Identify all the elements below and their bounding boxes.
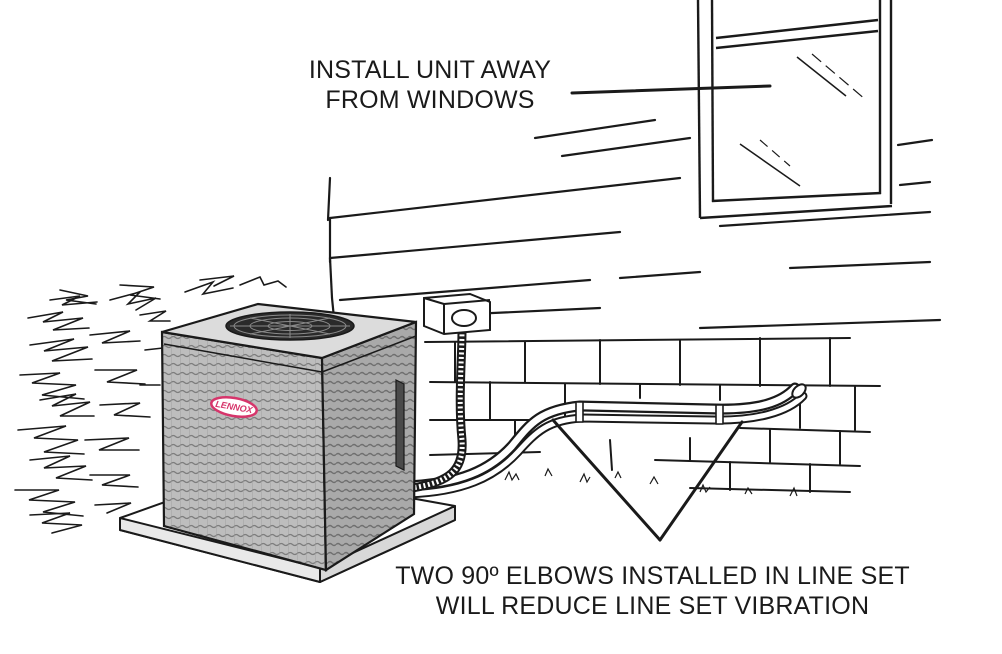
window <box>696 0 893 220</box>
leader-lines <box>551 84 772 542</box>
shrub <box>14 275 287 534</box>
condensing-unit: LENNOX <box>160 302 418 572</box>
elbow-leader-line-2 <box>658 420 744 542</box>
windows-leader-line <box>570 84 772 95</box>
electrical-conduit <box>407 325 467 493</box>
callout-windows-line2: FROM WINDOWS <box>325 86 535 114</box>
callout-elbows-line1: TWO 90º ELBOWS INSTALLED IN LINE SET <box>395 562 910 590</box>
elbow-leader-line-1 <box>551 418 662 542</box>
callout-install-away-from-windows: INSTALL UNIT AWAY FROM WINDOWS <box>290 55 570 115</box>
line-set <box>399 382 808 499</box>
brand-logo: LENNOX <box>210 396 258 418</box>
disconnect-box <box>423 292 491 336</box>
grass <box>504 467 798 497</box>
callout-two-elbows: TWO 90º ELBOWS INSTALLED IN LINE SET WIL… <box>370 561 935 621</box>
callout-elbows-line2: WILL REDUCE LINE SET VIBRATION <box>435 592 870 620</box>
house-siding <box>326 118 942 330</box>
fan-grille <box>225 311 355 341</box>
callout-windows-line1: INSTALL UNIT AWAY <box>308 56 552 84</box>
